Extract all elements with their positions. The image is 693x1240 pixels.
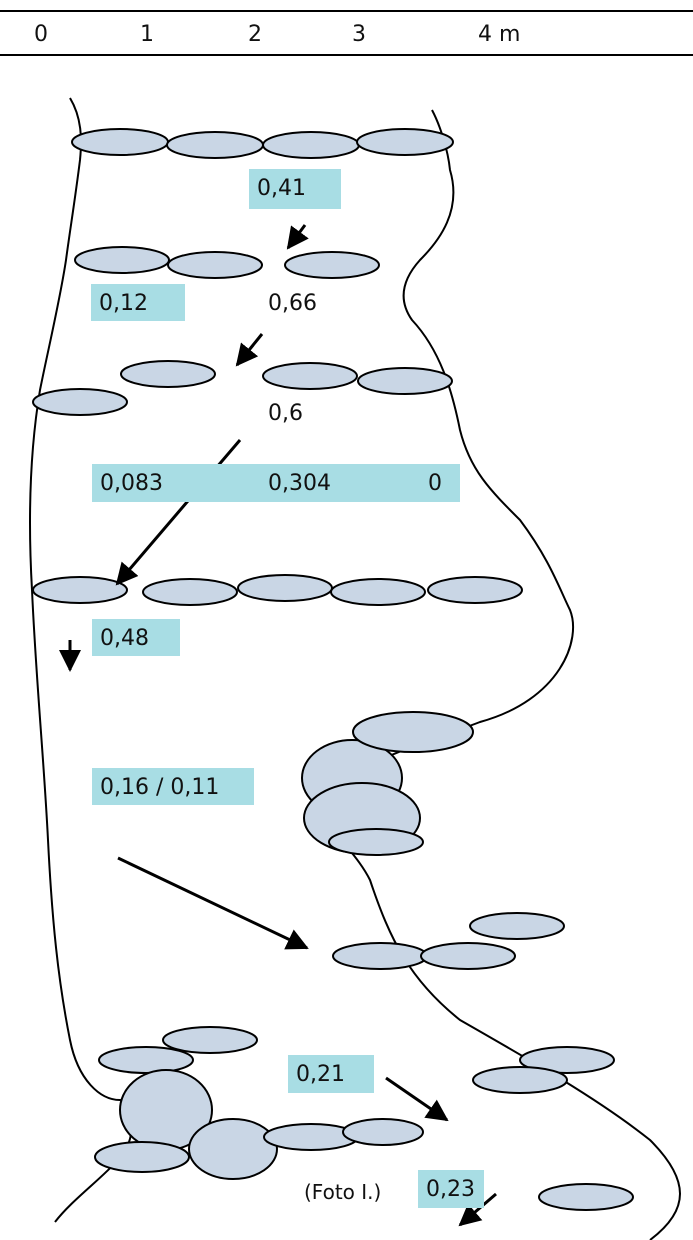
boulder: [188, 1118, 278, 1180]
scale-bar: 0 1 2 3 4 m: [0, 0, 693, 60]
stone: [162, 1026, 258, 1054]
stone: [328, 828, 424, 856]
stone: [94, 1141, 190, 1173]
stone: [237, 574, 333, 602]
stone: [342, 1118, 424, 1146]
stone: [352, 711, 474, 753]
label-0-6: 0,6: [268, 401, 303, 426]
stone: [469, 912, 565, 940]
stone: [356, 128, 454, 156]
arrow: [117, 856, 309, 950]
scale-tick-4: 4 m: [478, 22, 521, 47]
label-0-083: 0,083: [100, 471, 163, 496]
label-0-12: 0,12: [91, 284, 185, 321]
scale-top-rule: [0, 10, 693, 12]
label-0-16-0-11: 0,16 / 0,11: [92, 768, 254, 805]
stone: [519, 1046, 615, 1074]
stone: [357, 367, 453, 395]
label-row-banner: [92, 464, 460, 502]
stone: [427, 576, 523, 604]
arrow: [235, 333, 264, 367]
arrow: [115, 439, 242, 586]
label-0: 0: [428, 471, 442, 496]
scale-tick-1: 1: [140, 22, 154, 47]
label-0-41: 0,41: [249, 169, 341, 209]
stone: [166, 131, 264, 159]
stone: [330, 578, 426, 606]
scale-tick-0: 0: [34, 22, 48, 47]
label-0-304: 0,304: [268, 471, 331, 496]
scale-bottom-rule: [0, 54, 693, 56]
stone: [262, 131, 360, 159]
arrow: [385, 1076, 449, 1122]
label-0-66: 0,66: [268, 291, 317, 316]
stone: [420, 942, 516, 970]
stone: [472, 1066, 568, 1094]
stone: [32, 576, 128, 604]
stone: [120, 360, 216, 388]
stone: [98, 1046, 194, 1074]
arrow: [458, 1192, 497, 1227]
scale-tick-2: 2: [248, 22, 262, 47]
stone: [74, 246, 170, 274]
label-0-48: 0,48: [92, 619, 180, 656]
stone: [284, 251, 380, 279]
stone: [262, 362, 358, 390]
label-0-21: 0,21: [288, 1055, 374, 1093]
stone: [32, 388, 128, 416]
right-bank: [318, 109, 681, 1240]
stone: [538, 1183, 634, 1211]
arrow: [286, 224, 309, 250]
stone: [332, 942, 428, 970]
scale-tick-3: 3: [352, 22, 366, 47]
stones: [32, 128, 634, 1211]
stone: [167, 251, 263, 279]
label-0-23: 0,23: [418, 1170, 484, 1208]
stone: [71, 128, 169, 156]
stone: [142, 578, 238, 606]
label-foto: (Foto I.): [304, 1180, 382, 1204]
